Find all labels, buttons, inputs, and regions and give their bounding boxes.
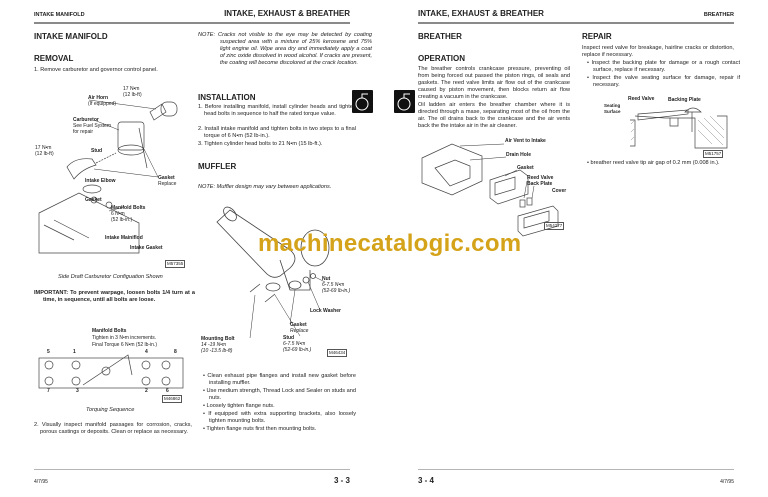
bolt-number: 4 [145, 349, 148, 355]
muffler-bullet: • Loosely tighten flange nuts. [203, 403, 275, 409]
running-header-chapter: INTAKE, EXHAUST & BREATHER [224, 9, 350, 18]
backing-plate-label: Backing Plate [668, 97, 701, 103]
installation-step-1: 1. Before installing manifold, install c… [198, 104, 356, 117]
muffler-figure-code: M46434 [327, 349, 348, 357]
running-header-chapter: INTAKE, EXHAUST & BREATHER [418, 9, 544, 18]
breather-figure-code: M54277 [544, 222, 565, 230]
intake-manifold-exploded-diagram [38, 99, 178, 254]
footer-date: 4/7/95 [720, 479, 734, 485]
installation-heading: INSTALLATION [198, 93, 256, 102]
intake-manifold-label: Intake Mainiflod [105, 235, 143, 241]
reed-gap-bullet: • breather reed valve tip air gap of 0.2… [587, 160, 720, 166]
muffler-exploded-diagram [216, 206, 330, 339]
running-header-section: BREATHER [703, 12, 734, 18]
bolt-number: 7 [47, 388, 50, 394]
reed-valve-section-diagram [630, 107, 728, 149]
header-rule [418, 22, 734, 24]
page-title: INTAKE MANIFOLD [34, 32, 108, 41]
repair-bullet: • Inspect the valve seating surface for … [587, 75, 740, 88]
page-number: 3 - 3 [333, 476, 350, 485]
torque-label-top: 17 N•m(12 lb-ft) [123, 86, 142, 98]
bolt-number: 3 [76, 388, 79, 394]
figure-caption: Side Draft Carburetor Configuation Shown [58, 274, 163, 280]
torque-figure-label: Manifold Bolts [92, 328, 127, 334]
torque-figure-code: M46862 [162, 395, 183, 403]
installation-step-2: 2. Install intake manifold and tighten b… [198, 126, 356, 139]
repair-intro: Inspect reed valve for breakage, hairlin… [582, 45, 734, 58]
installation-step-3: 3. Tighten cylinder head bolts to 21 N•m… [198, 141, 323, 147]
removal-step-1: 1. Remove carburetor and governor contro… [34, 67, 158, 73]
figure-code: M57355 [165, 260, 186, 268]
important-note: IMPORTANT: To prevent warpage, loosen bo… [34, 290, 195, 303]
air-horn-label: Air Horn(If equipped) [88, 95, 117, 107]
torque-sequence-diagram [38, 354, 184, 389]
breather-gasket-label: Gasket [517, 165, 534, 171]
stud-label: Stud [91, 148, 103, 154]
bolt-number: 8 [174, 349, 177, 355]
footer-rule [34, 469, 350, 470]
watermark: machinecatalogic.com [258, 230, 522, 257]
cover-label: Cover [552, 188, 567, 194]
note-cracks: NOTE: Cracks not visible to the eye may … [198, 32, 372, 66]
page-number: 3 - 4 [418, 476, 435, 485]
operation-paragraph-2: Oil ladden air enters the breather chamb… [418, 102, 570, 129]
gasket-label: Gasket [85, 197, 102, 203]
repair-bullet: • Inspect the backing plate for damage o… [587, 60, 740, 73]
torque-figure-line2: Final Torque 6 N•m (52 lb-in.) [92, 342, 158, 348]
operation-heading: OPERATION [418, 54, 465, 63]
intake-elbow-label: Intake Elbow [85, 178, 116, 184]
breather-exploded-diagram [421, 143, 559, 237]
reed-valve-label: Reed Valve [628, 96, 655, 102]
repair-heading: REPAIR [582, 32, 612, 41]
torque-label-left: 17 N•m(12 lb-ft) [35, 145, 54, 157]
intake-gasket-label: Intake Gasket [130, 245, 163, 251]
running-header-section: INTAKE MANIFOLD [34, 12, 85, 18]
lock-washer-label: Lock Washer [310, 308, 341, 314]
bolt-number: 6 [166, 388, 169, 394]
repair-figure-code: M51757 [703, 150, 724, 158]
back-plate-label: Back Plate [527, 181, 553, 187]
removal-heading: REMOVAL [34, 54, 74, 63]
page-title: BREATHER [418, 32, 462, 41]
oil-can-icon [394, 90, 415, 113]
header-rule [34, 22, 350, 24]
reed-valve-label: Reed Valve [527, 175, 554, 181]
muffler-bullet: • Tighten flange nuts first then mountin… [203, 426, 317, 432]
footer-rule [418, 469, 734, 470]
torque-figure-caption: Torquing Sequence [86, 407, 135, 413]
muffler-bullet: • If equipped with extra supporting brac… [203, 411, 356, 424]
muffler-heading: MUFFLER [198, 162, 237, 171]
torque-figure-line1: Tighten in 3 N•m increments. [92, 335, 157, 341]
muffler-note: NOTE: Muffler design may vary between ap… [198, 184, 332, 190]
drain-hole-label: Drain Hole [506, 152, 532, 158]
muffler-bullet: • Clean exhaust pipe flanges and install… [203, 373, 356, 386]
bolt-number: 1 [73, 349, 76, 355]
footer-date: 4/7/95 [34, 479, 48, 485]
muffler-bullet: • Use medium strength, Thread Lock and S… [203, 388, 356, 401]
air-vent-label: Air Vent to Intake [505, 138, 546, 144]
bolt-number: 5 [47, 349, 50, 355]
operation-paragraph-1: The breather controls crankcase pressure… [418, 66, 570, 100]
bolt-number: 2 [145, 388, 148, 394]
oil-can-icon [352, 90, 373, 113]
inspect-step-2: 2. Visually inspect manifold passages fo… [34, 422, 192, 435]
